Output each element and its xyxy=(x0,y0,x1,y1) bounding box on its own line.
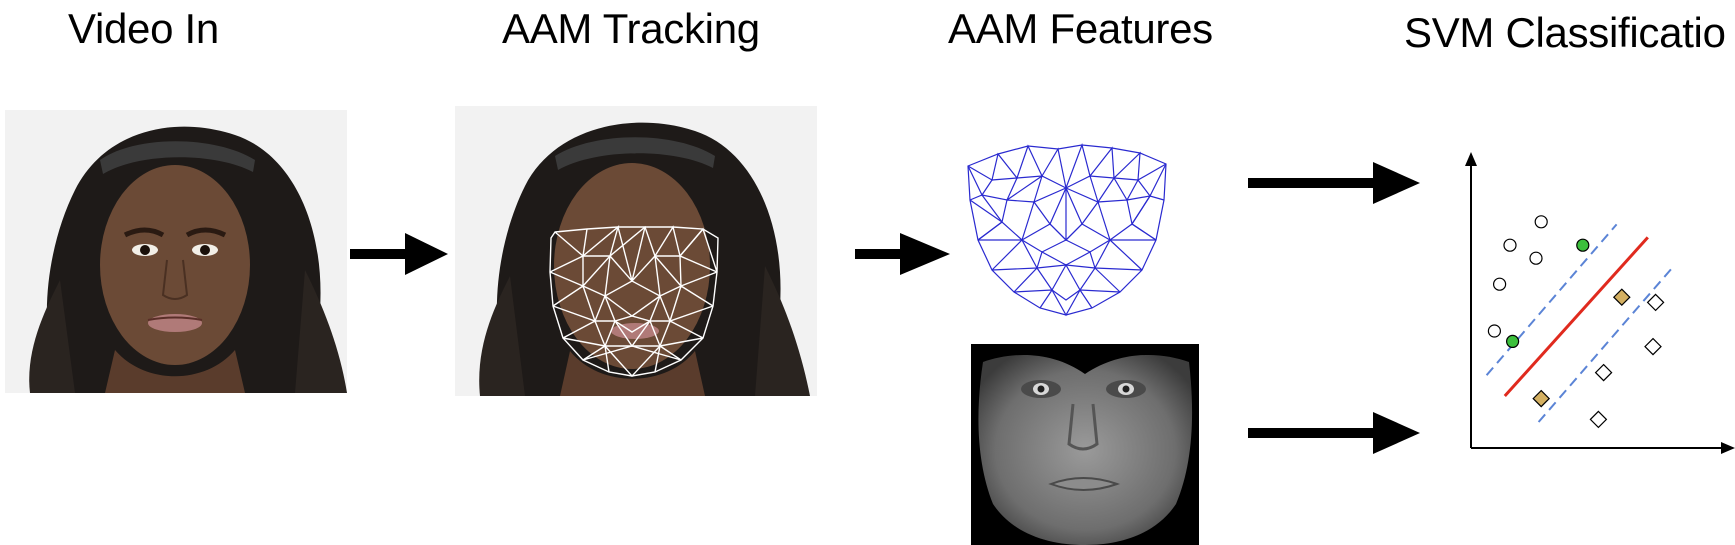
class-a-point xyxy=(1487,324,1502,338)
class-a-point xyxy=(1529,251,1543,265)
tracked-face-image xyxy=(455,106,817,396)
class-a-support-vector xyxy=(1576,238,1590,252)
class-b-support-vector xyxy=(1532,389,1551,408)
arrow-video-to-tracking xyxy=(350,233,448,275)
class-b-point xyxy=(1646,293,1665,312)
y-axis-arrowhead xyxy=(1465,152,1477,166)
x-axis-arrowhead xyxy=(1721,442,1735,454)
shape-features-mesh xyxy=(967,143,1167,317)
class-a-point xyxy=(1492,277,1507,291)
margin-line-lower xyxy=(1537,265,1675,423)
class-a-point xyxy=(1503,238,1517,252)
input-face-image xyxy=(5,110,347,393)
svm-plot xyxy=(1465,152,1735,454)
class-a-point xyxy=(1534,215,1548,229)
title-svm-classification: SVM Classificatio xyxy=(1404,9,1726,56)
appearance-features-image xyxy=(971,344,1199,545)
class-a-support-vector xyxy=(1505,334,1520,348)
arrow-appearance-to-svm xyxy=(1248,412,1420,454)
class-b-point xyxy=(1589,410,1608,429)
margin-line-upper xyxy=(1485,223,1618,376)
class-b-support-vector xyxy=(1612,288,1631,307)
arrow-shape-to-svm xyxy=(1248,162,1420,204)
arrow-tracking-to-features xyxy=(855,233,950,275)
hyperplane-line xyxy=(1503,236,1649,398)
title-video-in: Video In xyxy=(68,5,219,52)
class-b-point xyxy=(1644,337,1662,356)
tracking-mesh xyxy=(549,225,719,378)
title-aam-features: AAM Features xyxy=(948,5,1213,52)
class-b-point xyxy=(1594,363,1613,382)
title-aam-tracking: AAM Tracking xyxy=(502,5,760,52)
